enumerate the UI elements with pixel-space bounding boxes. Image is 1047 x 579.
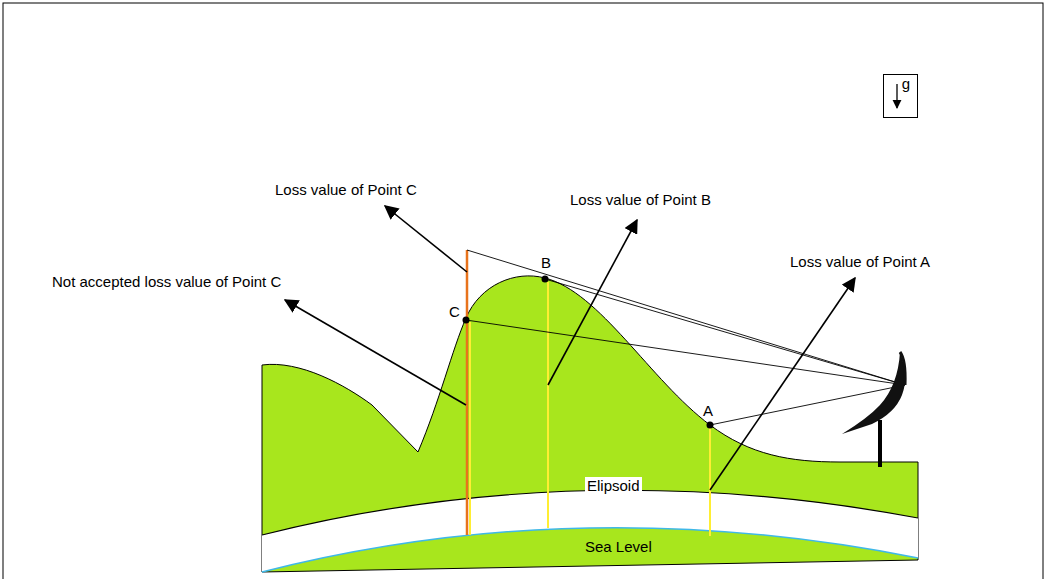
leader-arrow (285, 300, 466, 405)
callout-label: Loss value of Point B (570, 191, 711, 209)
leader-arrows (285, 206, 855, 490)
sight-lines (466, 250, 905, 425)
sight-line (545, 279, 905, 385)
callout-label: Loss value of Point A (790, 253, 930, 271)
surface-label: Sea Level (585, 538, 652, 556)
frame (3, 3, 1043, 579)
loss-line-c (469, 322, 471, 535)
callout-label: Loss value of Point C (275, 181, 417, 199)
loss-line-b (547, 282, 549, 528)
sight-line (466, 320, 905, 385)
point-dot (707, 422, 714, 429)
terrain (262, 276, 918, 572)
point-dot (542, 276, 549, 283)
loss-line-a (709, 428, 711, 536)
leader-arrow (548, 220, 637, 385)
loss-line-c-total (466, 250, 469, 535)
leader-arrow (710, 278, 855, 490)
point-dot (463, 317, 470, 324)
surface-label: Elipsoid (585, 477, 642, 495)
geoid-gap (262, 490, 918, 572)
point-label: B (541, 254, 551, 272)
sea-level-curve (262, 528, 918, 572)
point-label: A (703, 402, 713, 420)
point-label: C (449, 303, 460, 321)
sight-line (467, 250, 905, 385)
gravity-arrow (896, 84, 897, 108)
gravity-box: g (883, 74, 918, 118)
callout-label: Not accepted loss value of Point C (52, 273, 281, 291)
satellite-dish (842, 352, 905, 467)
leader-arrow (385, 206, 467, 272)
gravity-symbol: g (902, 75, 910, 92)
